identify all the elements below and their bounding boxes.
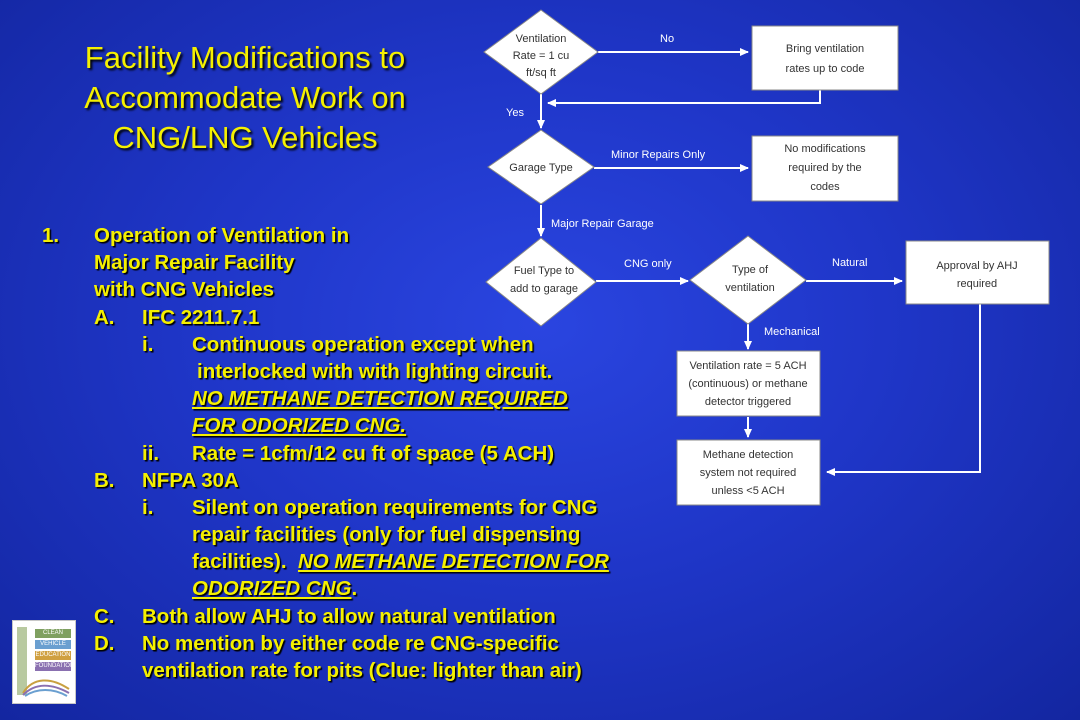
edge-label-mechanical: Mechanical	[764, 326, 820, 338]
no-mods-line-2: required by the	[788, 162, 861, 174]
vent-rate-line-3: ft/sq ft	[526, 67, 556, 79]
item-b-i-line-3-plain: facilities).	[192, 550, 298, 574]
item1-line-1: Operation of Ventilation in	[94, 224, 350, 247]
logo-line-3: EDUCATION	[35, 651, 71, 660]
item-a-text: IFC 2211.7.1	[142, 305, 260, 329]
item-a-i-line-3: NO METHANE DETECTION REQUIRED	[192, 387, 568, 411]
node-approval-box	[905, 240, 1050, 305]
item-b-i-line-1: Silent on operation requirements for CNG	[192, 495, 598, 519]
item-b-i-line-4: ODORIZED CNG.	[192, 575, 357, 602]
node-methane-box	[676, 439, 821, 506]
item-c-text: Both allow AHJ to allow natural ventilat…	[142, 604, 556, 628]
item-c-marker: C.	[94, 604, 115, 628]
edge-label-major: Major Repair Garage	[551, 218, 654, 230]
vent-5ach-line-3: detector triggered	[705, 396, 791, 408]
edge-approval-to-methane	[826, 304, 981, 476]
item-a-marker: A.	[94, 305, 115, 329]
item-b-text: NFPA 30A	[142, 468, 239, 492]
no-mods-line-3: codes	[810, 181, 840, 193]
node-no-mods-box	[751, 135, 899, 202]
item-a-i-line-4: FOR ODORIZED CNG.	[192, 414, 407, 438]
edge-label-minor: Minor Repairs Only	[611, 149, 706, 161]
logo-road-graphic	[22, 679, 70, 697]
item-b-i-line-3: facilities). NO METHANE DETECTION FOR	[192, 548, 609, 575]
title-line-3: CNG/LNG Vehicles	[112, 120, 378, 155]
item-b-i-line-3-underlined: NO METHANE DETECTION FOR	[297, 550, 609, 574]
item-b-i-line-2: repair facilities (only for fuel dispens…	[192, 523, 581, 547]
item-a-ii-marker: ii.	[142, 441, 160, 465]
logo-line-2: VEHICLE	[35, 640, 71, 649]
slide-title: Facility Modifications to Accommodate Wo…	[40, 38, 450, 158]
item-a-ii-text: Rate = 1cfm/12 cu ft of space (5 ACH)	[192, 441, 555, 465]
logo-line-4: FOUNDATION	[35, 662, 75, 671]
title-line-1: Facility Modifications to	[84, 40, 406, 75]
edge-label-natural: Natural	[832, 257, 867, 269]
title-line-2: Accommodate Work on	[84, 80, 406, 115]
methane-line-3: unless <5 ACH	[711, 485, 784, 497]
edge-label-no: No	[660, 33, 674, 45]
item-b-marker: B.	[94, 468, 115, 492]
foundation-logo: CLEAN VEHICLE EDUCATION FOUNDATION	[12, 620, 76, 704]
approval-line-2: required	[957, 278, 997, 290]
item-a-i-line-2: interlocked with with lighting circuit.	[197, 359, 553, 383]
vent-rate-line-1: Ventilation	[516, 33, 567, 45]
approval-line-1: Approval by AHJ	[936, 260, 1017, 272]
item-b-i-line-4-end: .	[351, 577, 358, 601]
vent-rate-line-2: Rate = 1 cu	[513, 50, 570, 62]
edge-return	[547, 90, 821, 107]
methane-line-1: Methane detection	[703, 449, 794, 461]
no-mods-line-1: No modifications	[784, 143, 866, 155]
item-d-line-2: ventilation rate for pits (Clue: lighter…	[142, 659, 582, 682]
node-type-vent-diamond	[689, 235, 807, 325]
node-bring-up-box	[751, 25, 899, 91]
node-fuel-type-diamond	[485, 237, 597, 327]
vent-5ach-line-1: Ventilation rate = 5 ACH	[689, 360, 806, 372]
edge-label-cng-only: CNG only	[624, 258, 672, 270]
methane-line-2: system not required	[700, 467, 797, 479]
type-vent-line-1: Type of	[732, 264, 769, 276]
logo-side-stripe	[17, 627, 27, 695]
node-garage-type-diamond	[487, 129, 595, 205]
bring-up-line-2: rates up to code	[786, 63, 865, 75]
node-vent-5ach-box	[676, 350, 821, 417]
item1-marker: 1.	[42, 224, 60, 247]
logo-line-1: CLEAN	[35, 629, 71, 638]
vent-5ach-line-2: (continuous) or methane	[688, 378, 807, 390]
fuel-type-line-2: add to garage	[510, 283, 578, 295]
item-b-i-marker: i.	[142, 495, 154, 519]
edge-label-yes: Yes	[506, 107, 524, 119]
item-b-i-line-4-underlined: ODORIZED CNG	[192, 577, 352, 601]
item-d-marker: D.	[94, 631, 115, 655]
bring-up-line-1: Bring ventilation	[786, 43, 864, 55]
outline-body: 1. Operation of Ventilation in Major Repa…	[42, 222, 682, 684]
fuel-type-line-1: Fuel Type to	[514, 265, 574, 277]
item-a-i-marker: i.	[142, 332, 154, 356]
item-a-i-line-1: Continuous operation except when	[192, 332, 534, 356]
item-d-line-1: No mention by either code re CNG-specifi…	[142, 631, 559, 655]
type-vent-line-2: ventilation	[725, 282, 775, 294]
item1-line-2: Major Repair Facility	[94, 251, 295, 275]
garage-type-label: Garage Type	[509, 162, 572, 174]
node-ventilation-rate-diamond	[483, 9, 599, 95]
item1-line-3: with CNG Vehicles	[94, 278, 274, 302]
